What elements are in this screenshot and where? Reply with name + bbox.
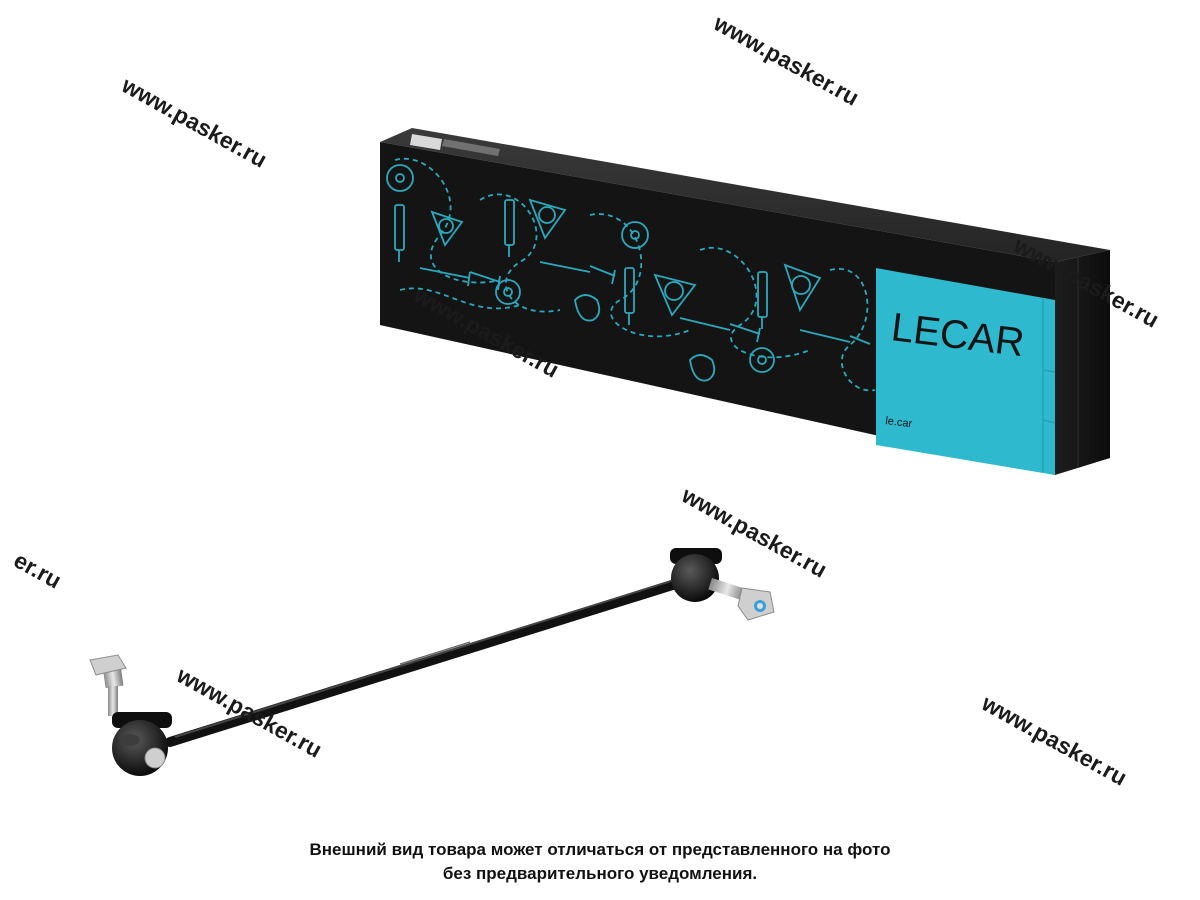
watermark-2: www.pasker.ru [709, 9, 864, 111]
box-top-face [380, 128, 1110, 262]
link-left-joint [89, 654, 172, 776]
product-box: LECAR le.car [380, 128, 1110, 475]
watermark-7: www.pasker.ru [172, 661, 327, 763]
link-right-joint [670, 548, 775, 621]
box-end-face [1055, 250, 1110, 475]
brand-site: le.car [885, 415, 913, 430]
disclaimer-text: Внешний вид товара может отличаться от п… [0, 838, 1200, 886]
disclaimer-line-1: Внешний вид товара может отличаться от п… [309, 840, 891, 859]
disclaimer-line-2: без предварительного уведомления. [442, 864, 758, 883]
watermark-6: er.ru [10, 547, 66, 594]
watermark-8: www.pasker.ru [977, 689, 1132, 791]
watermark-1: www.pasker.ru [117, 71, 272, 173]
box-brand-panel [876, 268, 1055, 475]
link-rod [165, 573, 700, 747]
stabilizer-link [89, 548, 775, 776]
box-parts-pattern [386, 157, 876, 392]
